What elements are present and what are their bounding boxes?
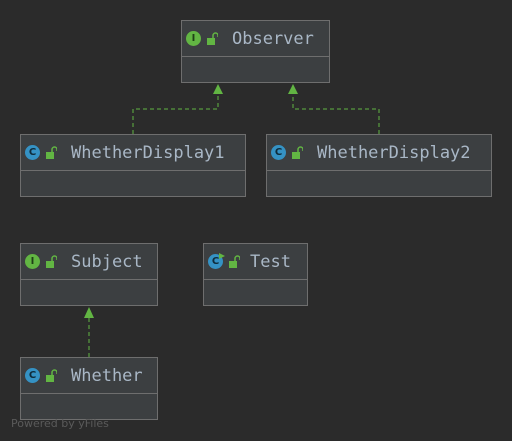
node-observer-title: Observer — [232, 28, 314, 49]
node-test-title: Test — [250, 251, 291, 272]
node-test[interactable]: C Test — [203, 243, 308, 306]
node-subject-header: I Subject — [21, 244, 157, 280]
node-test-header: C Test — [204, 244, 307, 280]
lock-open-icon — [46, 368, 57, 382]
runnable-class-icon: C — [208, 253, 225, 269]
node-subject-title: Subject — [71, 251, 143, 272]
node-test-body — [204, 280, 307, 305]
node-observer[interactable]: I Observer — [181, 20, 330, 83]
lock-open-icon — [292, 145, 303, 159]
node-subject-body — [21, 280, 157, 305]
interface-icon: I — [25, 254, 40, 269]
interface-icon: I — [186, 31, 201, 46]
node-whetherdisplay2-body — [267, 171, 491, 196]
node-whetherdisplay1-header: C WhetherDisplay1 — [21, 135, 245, 171]
node-whether[interactable]: C Whether — [20, 357, 158, 420]
edge-wd2-observer-arrowhead — [288, 84, 298, 94]
edge-wd1-observer — [132, 93, 219, 134]
node-whether-title: Whether — [71, 365, 143, 386]
node-observer-header: I Observer — [182, 21, 329, 57]
lock-open-icon — [46, 145, 57, 159]
powered-by-watermark: Powered by yFiles — [11, 417, 109, 430]
node-whetherdisplay1-body — [21, 171, 245, 196]
lock-open-icon — [229, 254, 240, 268]
edge-wd1-observer-arrowhead — [213, 84, 223, 94]
node-whether-body — [21, 394, 157, 419]
node-whetherdisplay2-header: C WhetherDisplay2 — [267, 135, 491, 171]
class-icon: C — [271, 145, 286, 160]
node-subject[interactable]: I Subject — [20, 243, 158, 306]
node-whetherdisplay1-title: WhetherDisplay1 — [71, 142, 225, 163]
node-whether-header: C Whether — [21, 358, 157, 394]
class-icon: C — [25, 368, 40, 383]
lock-open-icon — [207, 31, 218, 45]
node-whetherdisplay2[interactable]: C WhetherDisplay2 — [266, 134, 492, 197]
edge-wd2-observer — [292, 93, 380, 134]
lock-open-icon — [46, 254, 57, 268]
edge-whether-subject-arrowhead — [84, 307, 94, 318]
node-whetherdisplay1[interactable]: C WhetherDisplay1 — [20, 134, 246, 197]
class-icon: C — [25, 145, 40, 160]
node-observer-body — [182, 57, 329, 82]
node-whetherdisplay2-title: WhetherDisplay2 — [317, 142, 471, 163]
